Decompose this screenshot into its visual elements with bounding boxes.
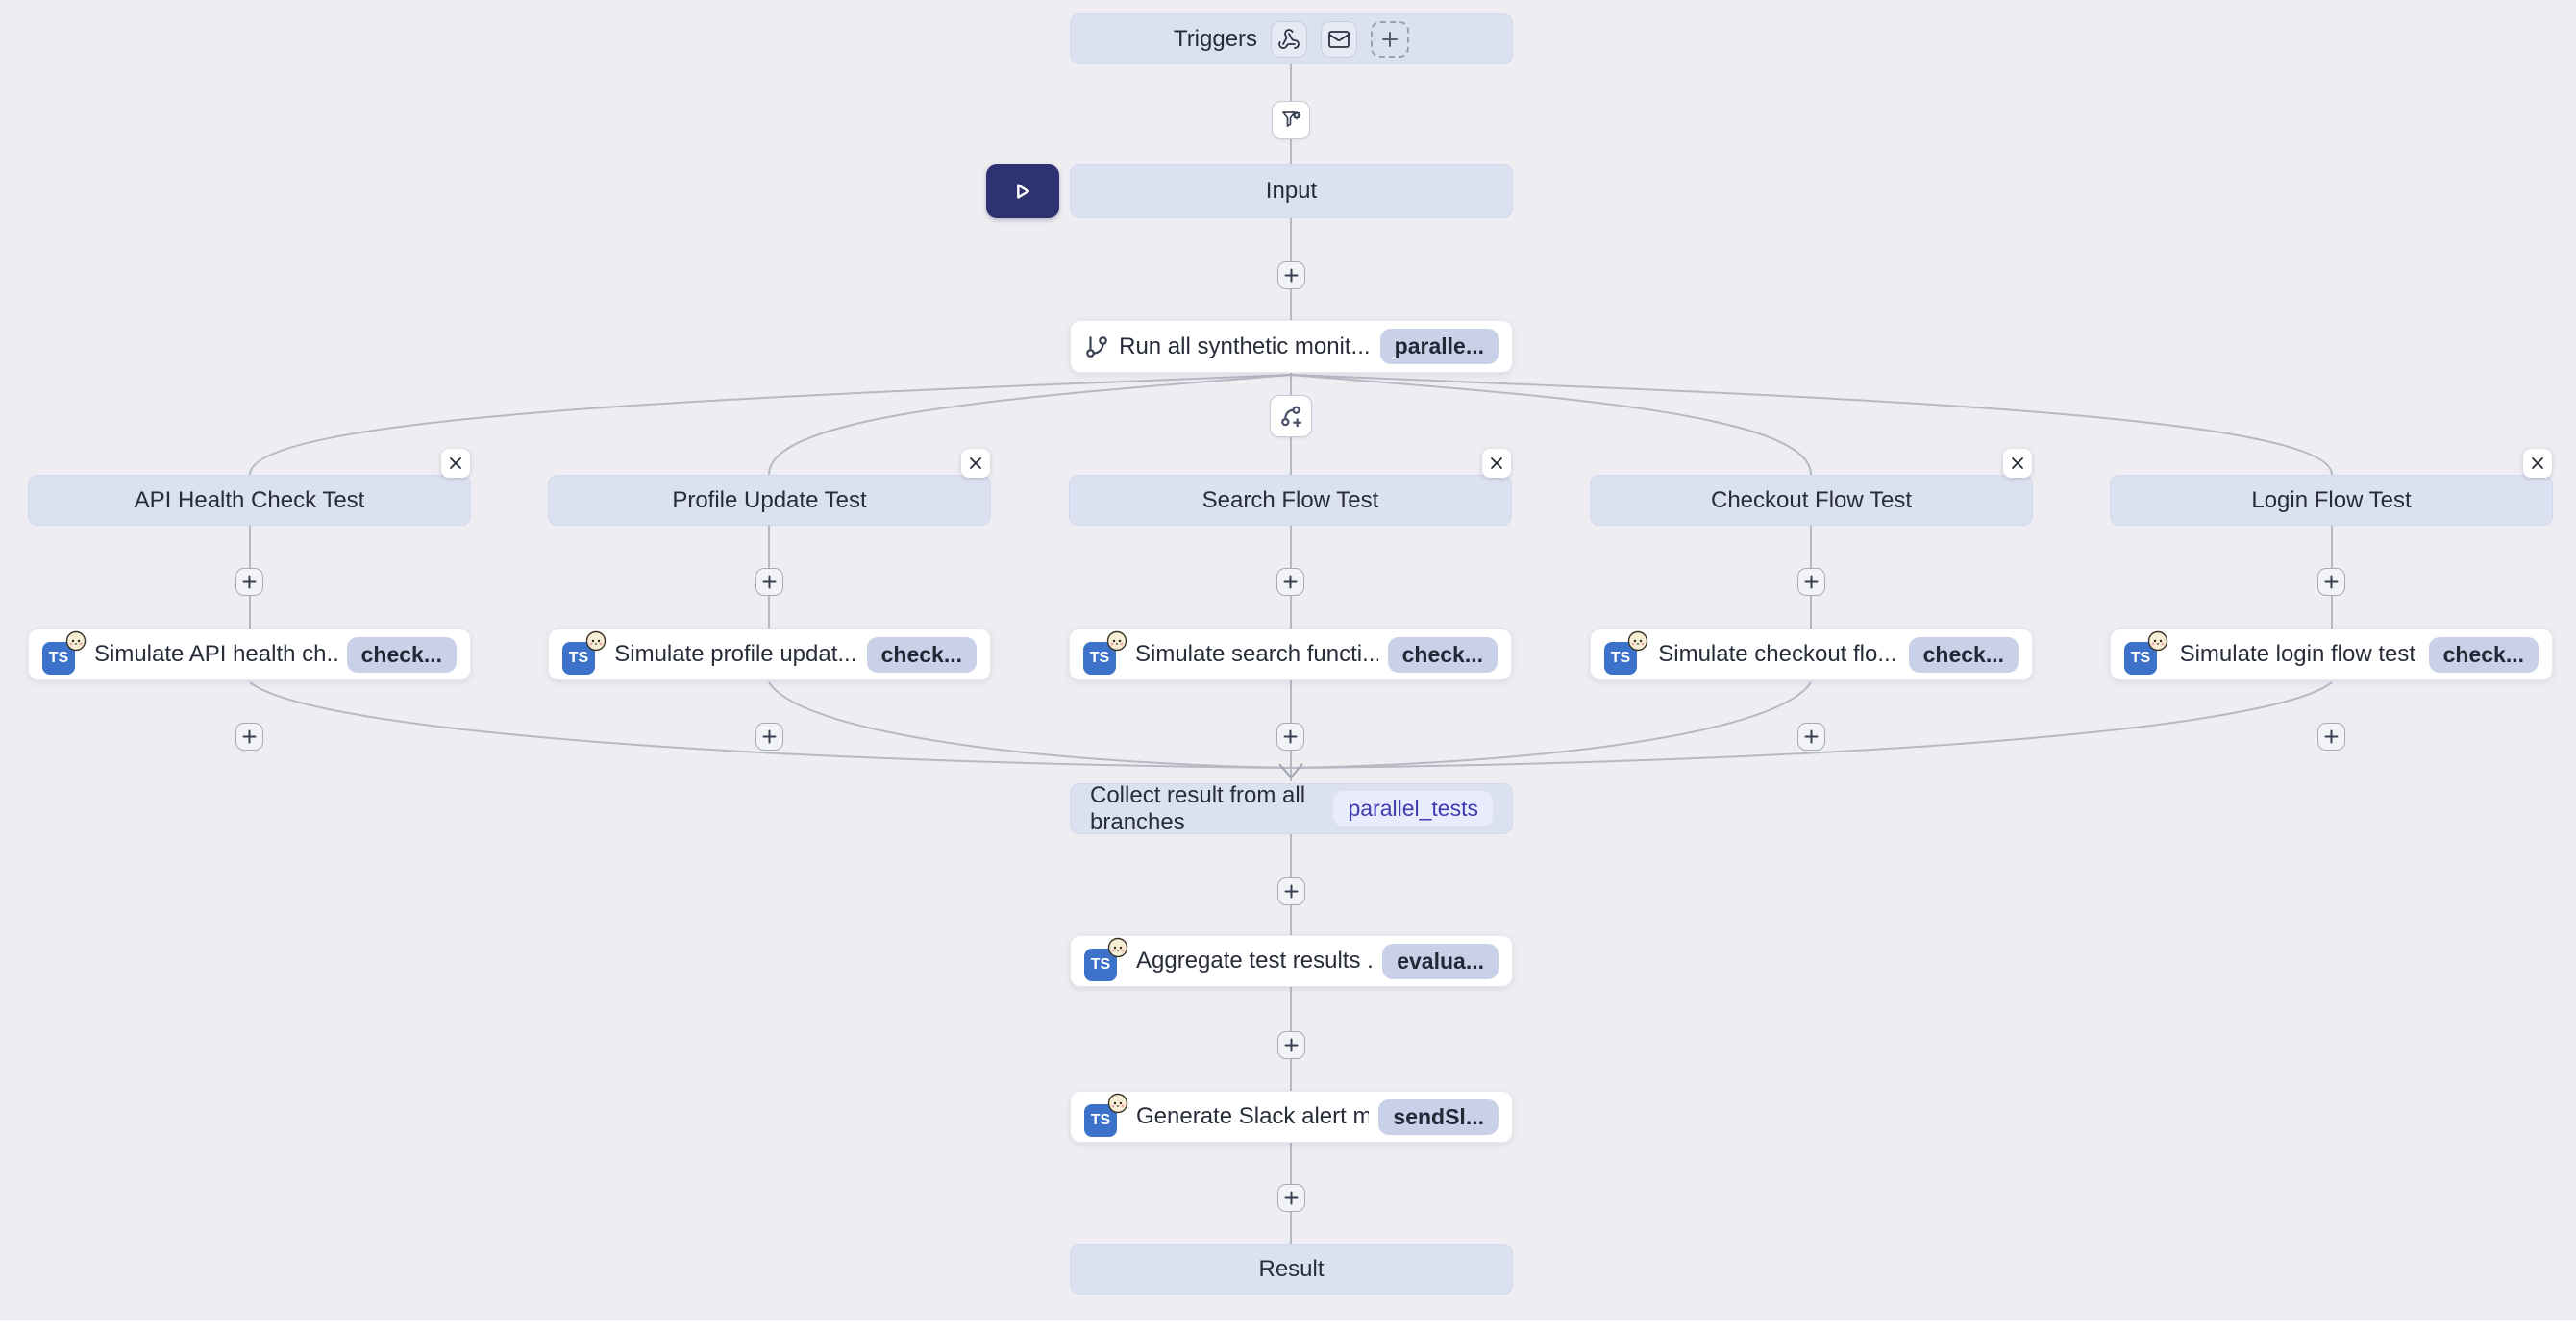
branch-column: Login Flow Test TS Simulate login flow t…	[2110, 449, 2553, 751]
step-label: Simulate profile updat...	[614, 641, 857, 667]
close-icon	[450, 457, 461, 469]
step-id-badge: check...	[1387, 636, 1498, 673]
add-step-button[interactable]	[1797, 568, 1825, 596]
mail-icon[interactable]	[1321, 20, 1358, 58]
branch-header[interactable]: API Health Check Test	[28, 475, 471, 526]
close-icon	[1491, 457, 1502, 469]
slack-alert-step-node[interactable]: TS Generate Slack alert m... sendSl...	[1070, 1091, 1513, 1143]
result-label: Result	[1258, 1255, 1325, 1282]
git-branch-plus-icon	[1280, 406, 1301, 427]
branch-column: Search Flow Test TS Simulate search func…	[1069, 449, 1512, 751]
git-branch-icon	[1086, 335, 1107, 358]
step-id-badge: evalua...	[1382, 943, 1499, 979]
branch-header[interactable]: Checkout Flow Test	[1590, 475, 2033, 526]
step-id-badge: paralle...	[1379, 329, 1499, 364]
branch-title: Login Flow Test	[2251, 486, 2412, 513]
branch-header[interactable]: Search Flow Test	[1069, 475, 1512, 526]
branch-step-node[interactable]: TS Simulate search functi... check...	[1069, 629, 1512, 680]
delete-branch-button[interactable]	[2523, 449, 2552, 478]
result-node[interactable]: Result	[1070, 1244, 1513, 1295]
triggers-label: Triggers	[1173, 25, 1258, 52]
step-id-badge: parallel_tests	[1333, 791, 1493, 826]
step-id-badge: sendSl...	[1378, 1098, 1499, 1135]
input-node[interactable]: Input	[1070, 164, 1513, 218]
aggregate-step-node[interactable]: TS Aggregate test results ... evalua...	[1070, 935, 1513, 987]
close-icon	[970, 457, 981, 469]
delete-branch-button[interactable]	[441, 449, 470, 478]
branch-title: API Health Check Test	[134, 486, 365, 513]
branch-title: Search Flow Test	[1201, 486, 1379, 513]
close-icon	[2532, 457, 2543, 469]
add-step-button[interactable]	[755, 723, 783, 751]
typescript-bun-icon: TS	[1084, 937, 1128, 982]
run-synthetic-step-node[interactable]: Run all synthetic monit... paralle...	[1070, 320, 1513, 373]
step-id-badge: check...	[346, 636, 457, 673]
add-step-button[interactable]	[755, 568, 783, 596]
input-label: Input	[1265, 178, 1318, 204]
step-label: Simulate checkout flo...	[1658, 641, 1897, 667]
collect-result-node[interactable]: Collect result from all branches paralle…	[1070, 781, 1513, 835]
branch-split-node[interactable]	[1270, 395, 1312, 437]
step-id-badge: check...	[1908, 636, 2019, 673]
canvas-bottom-strip	[0, 1320, 2576, 1332]
branch-step-node[interactable]: TS Simulate API health ch... check...	[28, 629, 471, 680]
branch-column: Profile Update Test TS Simulate profile …	[548, 449, 991, 751]
delete-branch-button[interactable]	[2003, 449, 2032, 478]
branch-step-node[interactable]: TS Simulate login flow test check...	[2110, 629, 2553, 680]
triggers-node[interactable]: Triggers	[1070, 13, 1513, 64]
add-step-button[interactable]	[1277, 1184, 1305, 1212]
step-id-badge: check...	[2428, 636, 2539, 673]
branch-title: Checkout Flow Test	[1711, 486, 1912, 513]
add-step-button[interactable]	[235, 723, 263, 751]
run-flow-button[interactable]	[986, 164, 1059, 218]
add-step-button[interactable]	[1277, 1031, 1305, 1059]
filter-cog-icon	[1282, 111, 1301, 127]
typescript-bun-icon: TS	[1604, 630, 1648, 676]
step-label: Aggregate test results ...	[1136, 948, 1374, 974]
branch-header[interactable]: Profile Update Test	[548, 475, 991, 526]
step-label: Generate Slack alert m...	[1136, 1103, 1370, 1129]
typescript-bun-icon: TS	[2124, 630, 2168, 676]
typescript-bun-icon: TS	[42, 630, 87, 676]
step-label: Simulate login flow test	[2179, 641, 2416, 667]
typescript-bun-icon: TS	[1084, 1093, 1128, 1138]
play-icon	[1017, 184, 1030, 199]
add-step-button[interactable]	[1277, 877, 1305, 905]
typescript-bun-icon: TS	[1083, 630, 1127, 676]
step-label: Simulate search functi...	[1135, 641, 1378, 667]
branch-header[interactable]: Login Flow Test	[2110, 475, 2553, 526]
delete-branch-button[interactable]	[961, 449, 990, 478]
close-icon	[2012, 457, 2023, 469]
step-label: Simulate API health ch...	[94, 641, 337, 667]
filter-node[interactable]	[1272, 101, 1310, 139]
webhook-icon[interactable]	[1271, 20, 1308, 58]
typescript-bun-icon: TS	[562, 630, 607, 676]
add-step-button-top[interactable]	[1277, 261, 1305, 289]
branch-column: API Health Check Test TS Simulate API he…	[28, 449, 471, 751]
add-step-button[interactable]	[2317, 723, 2345, 751]
branch-title: Profile Update Test	[672, 486, 867, 513]
step-label: Collect result from all branches	[1090, 781, 1306, 835]
branch-step-node[interactable]: TS Simulate profile updat... check...	[548, 629, 991, 680]
add-step-button[interactable]	[1797, 723, 1825, 751]
delete-branch-button[interactable]	[1482, 449, 1511, 478]
step-label: Run all synthetic monit...	[1119, 333, 1371, 359]
branch-column: Checkout Flow Test TS Simulate checkout …	[1590, 449, 2033, 751]
branch-step-node[interactable]: TS Simulate checkout flo... check...	[1590, 629, 2033, 680]
step-id-badge: check...	[866, 636, 977, 673]
add-step-button[interactable]	[235, 568, 263, 596]
add-step-button[interactable]	[1276, 723, 1304, 751]
add-step-button[interactable]	[2317, 568, 2345, 596]
add-trigger-button[interactable]	[1371, 20, 1410, 58]
add-step-button[interactable]	[1276, 568, 1304, 596]
